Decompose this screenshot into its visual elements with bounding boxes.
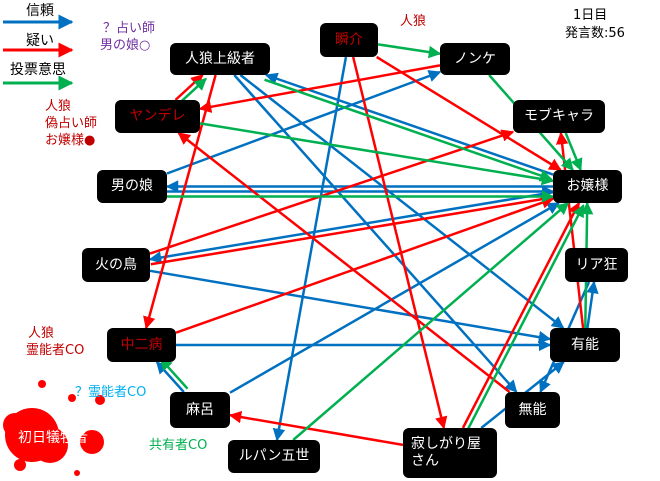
edge-trust-arrow bbox=[166, 70, 442, 175]
legend-vote-label: 投票意思 bbox=[10, 62, 66, 78]
node-hinotori[interactable]: 火の鳥 bbox=[82, 248, 150, 282]
edge-vote-arrow bbox=[377, 43, 442, 59]
edge-vote-arrow bbox=[159, 357, 189, 390]
note-line: 人狼 bbox=[28, 326, 55, 341]
note-line: ？占い師 bbox=[103, 21, 156, 36]
legend-trust-label: 信頼 bbox=[26, 3, 54, 19]
node-munou[interactable]: 無能 bbox=[505, 392, 560, 428]
node-chuunibyou[interactable]: 中二病 bbox=[107, 328, 176, 362]
edge-vote-arrow bbox=[264, 78, 553, 182]
node-otokonoko[interactable]: 男の娘 bbox=[97, 170, 167, 203]
edge-doubt-arrow bbox=[143, 74, 217, 330]
edge-doubt-arrow bbox=[150, 192, 556, 266]
fortune-claim-note: ？占い師 男の娘○ bbox=[100, 20, 155, 54]
note-line: 人狼 bbox=[45, 99, 72, 114]
yandere-role-note: 人狼 偽占い師 お嬢様● bbox=[45, 98, 97, 149]
edge-vote-arrow bbox=[292, 202, 570, 441]
node-lupin[interactable]: ルパン五世 bbox=[228, 440, 320, 473]
edge-doubt-arrow bbox=[228, 410, 404, 447]
edge-vote-arrow bbox=[177, 77, 207, 105]
edge-trust-arrow bbox=[148, 191, 554, 264]
edge-doubt-arrow bbox=[351, 56, 448, 430]
node-yandere[interactable]: ヤンデレ bbox=[115, 100, 200, 133]
node-victim-label: 初日犠牲者 bbox=[18, 429, 88, 446]
chuunibyou-role-note: 人狼 霊能者CO bbox=[26, 325, 84, 359]
edge-doubt-arrow bbox=[174, 74, 204, 101]
edge-doubt-arrow bbox=[175, 196, 555, 334]
edge-doubt-arrow bbox=[376, 55, 562, 172]
note-line: お嬢様● bbox=[45, 133, 96, 148]
day-label: 1日目 bbox=[573, 8, 608, 23]
edge-trust-arrow bbox=[233, 74, 518, 393]
node-yuunou[interactable]: 有能 bbox=[550, 328, 620, 362]
note-line: 男の娘○ bbox=[100, 38, 151, 53]
edge-trust-arrow bbox=[272, 56, 348, 442]
legend-arrows bbox=[3, 14, 74, 91]
node-sabishigari[interactable]: 寂しがり屋さん bbox=[403, 428, 497, 478]
remark-count: 発言数:56 bbox=[565, 26, 625, 41]
node-ojousama[interactable]: お嬢様 bbox=[553, 170, 622, 203]
node-jinro-joukyu[interactable]: 人狼上級者 bbox=[170, 43, 270, 75]
node-maro[interactable]: 麻呂 bbox=[170, 392, 230, 428]
edge-vote-arrow bbox=[199, 122, 555, 186]
node-nonke[interactable]: ノンケ bbox=[440, 43, 510, 75]
edge-trust-arrow bbox=[586, 280, 599, 329]
edge-trust-arrow bbox=[229, 201, 560, 394]
shunsuke-role-note: 人狼 bbox=[400, 14, 427, 29]
edge-vote-arrow bbox=[564, 132, 583, 172]
note-line: 偽占い師 bbox=[45, 116, 98, 131]
edge-doubt-arrow bbox=[149, 129, 515, 255]
edge-doubt-arrow bbox=[198, 64, 441, 113]
maro-claim-note: 共有者CO bbox=[149, 438, 208, 453]
day-status: 1日目 発言数:56 bbox=[565, 7, 625, 43]
blood-splatter-icon bbox=[3, 380, 105, 476]
edge-trust-arrow bbox=[264, 72, 554, 176]
edge-trust-arrow bbox=[239, 74, 565, 329]
legend-doubt-label: 疑い bbox=[26, 33, 54, 49]
node-shunsuke[interactable]: 瞬介 bbox=[320, 23, 378, 57]
medium-unknown-note: ？霊能者CO bbox=[75, 385, 147, 400]
node-riakyou[interactable]: リア狂 bbox=[565, 248, 628, 282]
edge-doubt-arrow bbox=[461, 201, 581, 429]
edge-trust-arrow bbox=[149, 269, 552, 344]
edge-vote-arrow bbox=[466, 204, 585, 431]
edge-trust-arrow bbox=[155, 361, 185, 393]
note-line: 霊能者CO bbox=[26, 343, 85, 358]
node-mob[interactable]: モブキャラ bbox=[513, 100, 605, 133]
edge-doubt-arrow bbox=[177, 132, 511, 393]
